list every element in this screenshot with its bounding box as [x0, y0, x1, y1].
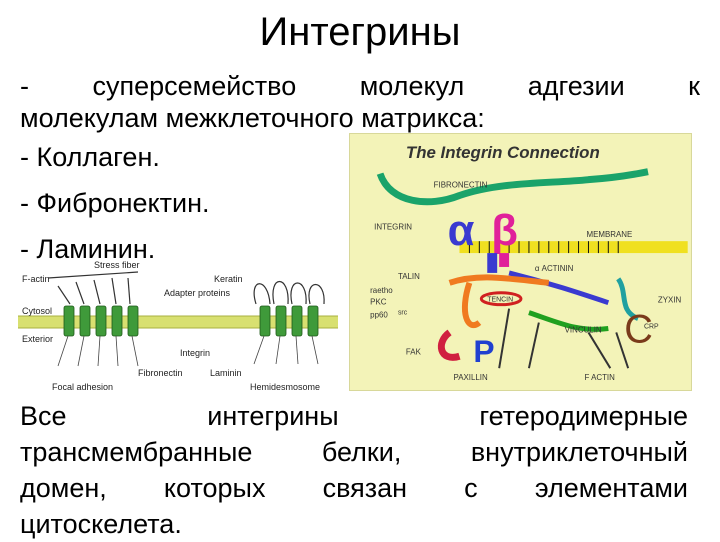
intro-line-1: - суперсемейство молекул адгезии к	[20, 71, 700, 101]
outro-line-1: Все интегрины гетеродимерные	[20, 401, 688, 431]
label-laminin: Laminin	[210, 368, 242, 378]
label-talin: TALIN	[398, 272, 420, 281]
crp-c: C	[624, 307, 653, 351]
membrane	[459, 241, 688, 254]
intro-line-2: молекулам межклеточного матрикса:	[20, 103, 485, 133]
keratin-loops	[253, 280, 325, 305]
integrins-right	[259, 305, 319, 337]
label-paxillin-side: raetho	[370, 286, 393, 295]
label-tencin: TENCIN	[487, 297, 513, 304]
membrane-stripes	[468, 241, 619, 254]
label-adapter: Adapter proteins	[164, 288, 231, 298]
list-item-laminin: - Ламинин.	[20, 234, 156, 264]
talin-strand	[448, 274, 550, 286]
label-f-actin: F ACTIN	[585, 373, 616, 382]
label-stress-fiber: Stress fiber	[94, 260, 140, 270]
fibronectin-strand	[376, 168, 649, 206]
figure-title: The Integrin Connection	[406, 143, 600, 162]
actin-fibers	[47, 271, 139, 305]
paxillin-p: P	[473, 333, 494, 369]
label-src: src	[398, 310, 408, 317]
tencin-shape	[479, 291, 523, 307]
label-f-actin: F-actin	[22, 274, 50, 284]
f-actin-lines	[498, 308, 630, 369]
beta-subunit: β	[491, 206, 518, 255]
outro-line-2: трансмембранные белки, внутриклеточный	[20, 437, 688, 467]
extracellular-lines	[57, 335, 319, 367]
label-integrin: Integrin	[180, 348, 210, 358]
vinculin-strand	[528, 310, 609, 332]
outro-line-3: домен, которых связан с элементами	[20, 473, 688, 503]
slide-title: Интегрины	[259, 10, 461, 54]
fak-shape	[437, 329, 461, 361]
zyxin-strand	[616, 277, 640, 321]
label-pkc: PKC	[370, 298, 387, 307]
label-alpha-actinin: α ACTININ	[535, 264, 574, 273]
integrins-left	[63, 305, 139, 337]
adhesion-diagram: Stress fiber F-actin Keratin Adapter pro…	[18, 260, 338, 392]
beta-tail	[499, 253, 510, 267]
outro-paragraph: Все интегрины гетеродимерные трансмембра…	[20, 398, 688, 542]
label-keratin: Keratin	[214, 274, 243, 284]
list-item-collagen: - Коллаген.	[20, 142, 160, 172]
integrin-connection-diagram: The Integrin Connection FIBRONECTIN INTE…	[349, 133, 692, 391]
label-crp: CRP	[644, 323, 659, 330]
label-paxillin: PAXILLIN	[454, 373, 488, 382]
alpha-subunit: α	[448, 206, 475, 255]
label-fibronectin: FIBRONECTIN	[434, 181, 488, 190]
label-membrane: MEMBRANE	[586, 230, 632, 239]
label-exterior: Exterior	[22, 334, 53, 344]
label-cytosol: Cytosol	[22, 306, 52, 316]
alpha-actinin-strand	[508, 270, 610, 306]
outro-line-4: цитоскелета.	[20, 509, 182, 539]
label-fak: FAK	[406, 347, 422, 356]
label-hemidesmosome: Hemidesmosome	[250, 382, 320, 392]
label-focal-adhesion: Focal adhesion	[52, 382, 113, 392]
label-fibronectin: Fibronectin	[138, 368, 183, 378]
alpha-tail	[487, 253, 498, 273]
list-item-fibronectin: - Фибронектин.	[20, 188, 210, 218]
label-vinculin: VINCULIN	[565, 325, 602, 334]
label-zyxin: ZYXIN	[658, 296, 682, 305]
label-pp60: pp60	[370, 311, 388, 320]
label-integrin: INTEGRIN	[374, 222, 412, 231]
